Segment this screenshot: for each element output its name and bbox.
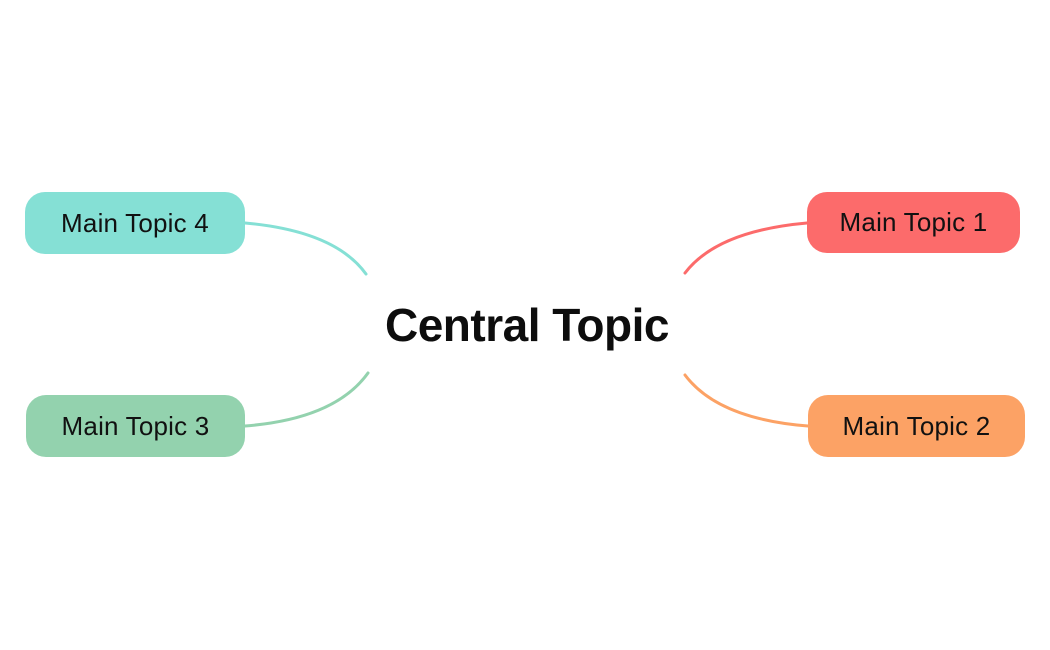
- connector-main-topic-3: [243, 371, 370, 428]
- central-topic-node[interactable]: Central Topic: [384, 299, 670, 351]
- main-topic-3-node[interactable]: Main Topic 3: [26, 395, 245, 457]
- connector-main-topic-1: [683, 221, 809, 275]
- connector-main-topic-4: [243, 221, 368, 276]
- main-topic-4-node[interactable]: Main Topic 4: [25, 192, 245, 254]
- main-topic-1-node[interactable]: Main Topic 1: [807, 192, 1020, 253]
- main-topic-2-node[interactable]: Main Topic 2: [808, 395, 1025, 457]
- connector-main-topic-2: [683, 373, 810, 428]
